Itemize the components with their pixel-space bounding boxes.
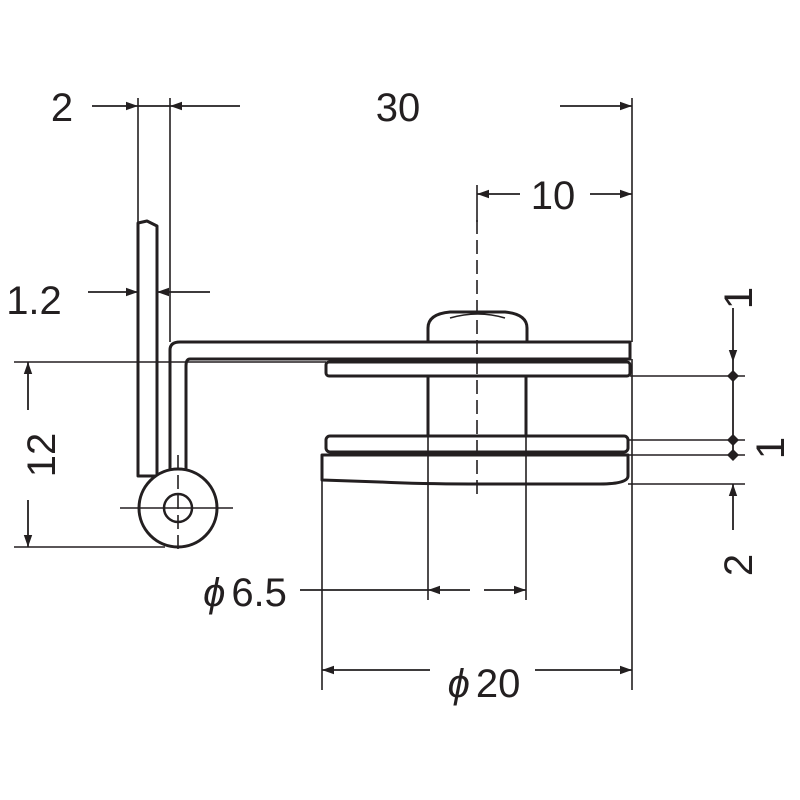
label-height: 12	[20, 433, 64, 478]
diameter-symbol: ϕ	[203, 571, 225, 615]
label-overall-length: 30	[376, 86, 421, 130]
dim-tick-455	[727, 449, 739, 461]
label-plate-thickness: 1	[717, 287, 761, 309]
upper-plate	[324, 360, 632, 378]
dimension-lines	[23, 101, 739, 675]
base-disc	[320, 453, 630, 486]
vertical-leaf	[136, 219, 159, 478]
dim-tick-376	[727, 370, 739, 382]
horizontal-arm	[168, 340, 632, 478]
label-leaf-thickness: 1.2	[6, 279, 62, 323]
hinge-part	[120, 219, 632, 555]
diameter-symbol: ϕ	[448, 662, 470, 706]
dim-tick-440	[727, 434, 739, 446]
base-diameter-value: 20	[476, 662, 521, 706]
label-top-thickness: 2	[51, 86, 73, 130]
label-center-offset: 10	[531, 174, 576, 218]
shaft-diameter-value: 6.5	[231, 571, 287, 615]
label-washer-thickness: 1	[749, 437, 793, 459]
extension-lines	[14, 98, 745, 690]
label-base-thickness: 2	[717, 554, 761, 576]
